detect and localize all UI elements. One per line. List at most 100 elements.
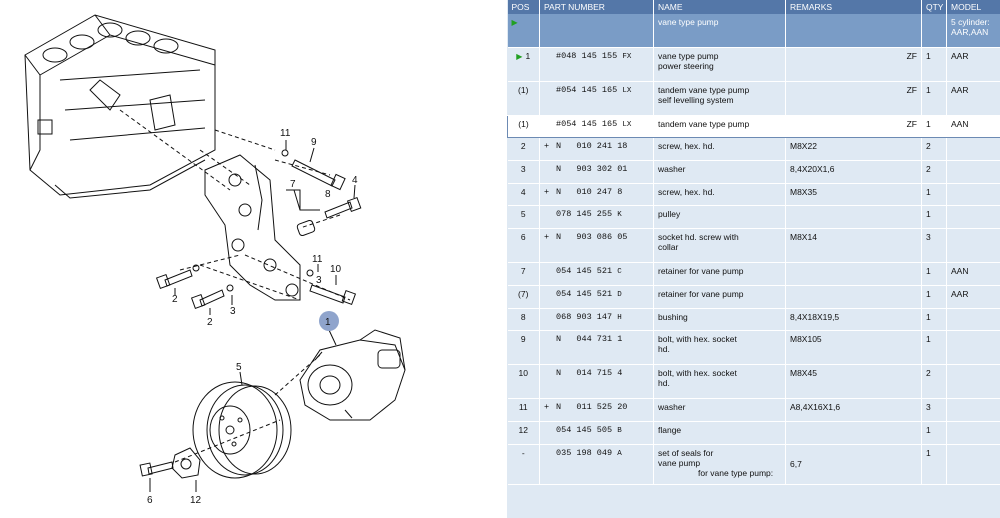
remarks-value: 8,4X18X19,5 — [790, 312, 840, 322]
cell-pos: 3 — [507, 160, 540, 184]
name-line: flange — [658, 425, 682, 435]
cell-qty: 1 — [921, 308, 947, 331]
exploded-parts-diagram: 1 2 2 3 3 4 5 6 7 8 9 10 11 11 12 — [24, 14, 406, 506]
group-name: vane type pump — [653, 14, 786, 48]
col-header-model[interactable]: MODEL — [946, 0, 1000, 14]
name-line: bolt, with hex. socket — [658, 368, 737, 378]
part-number: N 011 525 20 — [556, 402, 628, 412]
cell-pos: (1) — [507, 81, 540, 116]
selected-part-marker[interactable] — [319, 311, 339, 331]
cell-remarks: M8X22 — [785, 137, 922, 161]
part-number: 054 145 521 — [556, 266, 613, 276]
cell-qty: 1 — [921, 444, 947, 485]
remarks-value: M8X105 — [790, 334, 822, 344]
part-suffix: H — [617, 314, 622, 322]
vane-pump-drawing — [299, 329, 406, 421]
name-line: hd. — [658, 378, 670, 388]
cell-part-number: N 014 715 4 — [539, 364, 654, 399]
col-header-qty[interactable]: QTY — [921, 0, 947, 14]
cell-part-number: 035 198 049 A — [539, 444, 654, 485]
cell-pos: 10 — [507, 364, 540, 399]
group-header-row[interactable]: ▶ vane type pump 5 cylinder: AAR,AAN — [507, 14, 1000, 48]
cell-remarks — [785, 262, 922, 286]
name-line: retainer for vane pump — [658, 289, 744, 299]
cell-qty: 1 — [921, 330, 947, 365]
cell-model: AAR — [946, 47, 1000, 82]
callout-5[interactable]: 5 — [236, 362, 242, 373]
pos-value: 1 — [525, 51, 531, 61]
pos-value: (1) — [518, 85, 529, 95]
name-line: set of seals for — [658, 448, 714, 458]
cell-remarks: M8X45 — [785, 364, 922, 399]
parts-table: POS PART NUMBER NAME REMARKS QTY MODEL ▶… — [507, 0, 1000, 485]
cell-part-number: #054 145 165 LX — [539, 115, 654, 138]
pulley-drawing — [192, 381, 292, 479]
cell-model: AAR — [946, 81, 1000, 116]
name-line: washer — [658, 164, 686, 174]
cell-model — [946, 183, 1000, 206]
green-triangle-icon: ▶ — [516, 52, 523, 61]
name-line: screw, hex. hd. — [658, 141, 715, 151]
callout-11b[interactable]: 11 — [312, 254, 323, 265]
part-flag: + — [544, 187, 550, 197]
callout-3b[interactable]: 3 — [316, 275, 322, 286]
callout-8[interactable]: 8 — [325, 189, 331, 200]
cell-qty: 3 — [921, 228, 947, 263]
name-line: pulley — [658, 209, 681, 219]
cell-pos: 12 — [507, 421, 540, 445]
col-header-pos[interactable]: POS — [507, 0, 540, 14]
part-number: 068 903 147 — [556, 312, 613, 322]
callout-10[interactable]: 10 — [330, 264, 342, 275]
engine-block-drawing — [24, 14, 216, 199]
cell-model: AAN — [946, 115, 1000, 138]
pos-value: 7 — [520, 266, 526, 276]
callout-12[interactable]: 12 — [190, 495, 202, 506]
remarks-value: 8,4X20X1,6 — [790, 164, 835, 174]
cell-remarks: ZF — [785, 81, 922, 116]
col-header-remarks[interactable]: REMARKS — [785, 0, 922, 14]
remarks-value: M8X45 — [790, 368, 817, 378]
part-number: #054 145 165 — [556, 119, 618, 129]
cell-pos: 2 — [507, 137, 540, 161]
pos-value: 5 — [520, 209, 526, 219]
callout-2a[interactable]: 2 — [172, 294, 178, 305]
cell-remarks: M8X35 — [785, 183, 922, 206]
callout-1[interactable]: 1 — [325, 317, 331, 328]
callout-2b[interactable]: 2 — [207, 317, 213, 328]
manufacturer-code: ZF — [906, 119, 917, 129]
callout-4[interactable]: 4 — [352, 175, 358, 186]
callout-3a[interactable]: 3 — [230, 306, 236, 317]
col-header-part-number[interactable]: PART NUMBER — [539, 0, 654, 14]
callout-9[interactable]: 9 — [311, 137, 317, 148]
col-header-name[interactable]: NAME — [653, 0, 786, 14]
callout-6[interactable]: 6 — [147, 495, 153, 506]
name-line: bushing — [658, 312, 688, 322]
cell-model — [946, 308, 1000, 331]
callout-11a[interactable]: 11 — [280, 128, 291, 139]
part-number: #048 145 155 — [556, 51, 618, 61]
manufacturer-code: ZF — [906, 51, 917, 61]
cell-part-number: 068 903 147 H — [539, 308, 654, 331]
cell-pos: 6 — [507, 228, 540, 263]
cell-pos: 5 — [507, 205, 540, 229]
callout-7[interactable]: 7 — [290, 179, 296, 190]
